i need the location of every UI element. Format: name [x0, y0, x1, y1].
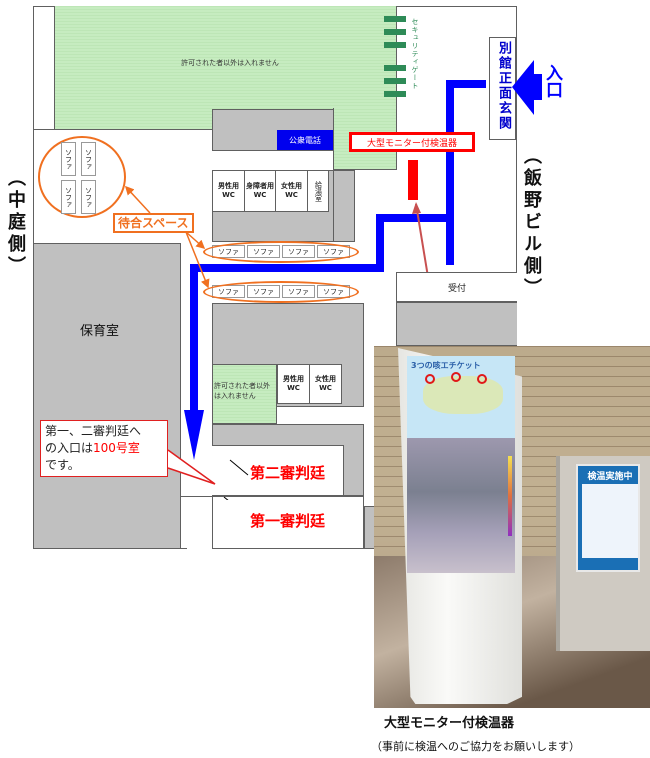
- thermometer-photo: 検温実施中 3つの咳エチケット: [374, 346, 650, 708]
- wall-block-reception: [396, 302, 517, 346]
- kitchenette: 給湯室: [307, 170, 329, 212]
- thermometer-label: 大型モニター付検温器: [366, 138, 457, 149]
- courtroom-2-label: 第二審判廷: [250, 464, 326, 482]
- callout-pointer: [167, 449, 216, 485]
- gate-bar: [384, 78, 406, 84]
- public-phone-label: 公衆電話: [289, 135, 321, 145]
- entrance-arrow-label: 入口: [542, 64, 562, 98]
- sofa: ソファ: [61, 142, 76, 176]
- gate-bar: [384, 29, 406, 35]
- route-path-lower: [190, 264, 384, 272]
- photo-screen-circle: [451, 372, 461, 382]
- sofa: ソファ: [61, 180, 76, 214]
- public-phone: 公衆電話: [277, 130, 333, 150]
- photo-screen-figures: [423, 376, 503, 414]
- route-path-vertical-left: [190, 264, 198, 414]
- restroom-label: 身障者用WC: [246, 181, 274, 199]
- left-waiting-area: [38, 136, 126, 218]
- waiting-area-ellipse: [203, 241, 359, 263]
- security-gate: [384, 16, 406, 97]
- nursery-label: 保育室: [80, 324, 120, 339]
- left-side-label: （中庭側）: [5, 168, 26, 278]
- photo-screen-circle: [425, 374, 435, 384]
- building-outline-right: [516, 6, 517, 346]
- restricted-area-mid: [212, 364, 277, 424]
- thermometer-label-box: 大型モニター付検温器: [349, 132, 475, 152]
- route-arrow-head: [184, 410, 204, 460]
- photo-sign-body: [582, 484, 638, 558]
- right-side-label: （飯野ビル側）: [521, 146, 542, 300]
- reception-label: 受付: [447, 283, 466, 294]
- sofa: ソファ: [81, 142, 96, 176]
- security-gate-label: セキュリティゲート: [411, 18, 419, 90]
- gate-bar: [384, 42, 406, 48]
- route-path-mid-vertical: [376, 214, 384, 270]
- sofa-label: ソファ: [64, 186, 73, 208]
- nursery-room: [33, 243, 181, 549]
- kitchenette-label: 給湯室: [314, 180, 323, 202]
- courtroom-2: [212, 445, 344, 496]
- callout-line2: の入口は100号室: [45, 440, 163, 457]
- restricted-area-top-label: 許可された者以外は入れません: [181, 59, 279, 67]
- gate-bar: [384, 91, 406, 97]
- sofa: ソファ: [81, 180, 96, 214]
- restroom-label: 女性用WC: [281, 181, 302, 199]
- photo-kiosk-screen-camera: [407, 438, 515, 573]
- entrance-name: 別館正面玄関: [496, 41, 511, 131]
- photo-sign: 検温実施中: [576, 464, 640, 572]
- callout-line1: 第一、二審判廷へ: [45, 424, 142, 438]
- courtroom-1: [212, 496, 364, 549]
- restroom-men-lower: 男性用WC: [277, 364, 310, 404]
- gate-bar: [384, 65, 406, 71]
- callout-room-number: 100号室: [93, 441, 140, 455]
- sofa-label: ソファ: [64, 148, 73, 170]
- courtroom-entrance-callout: 第一、二審判廷へ の入口は100号室 です。: [40, 420, 168, 477]
- photo-screen-circle: [477, 374, 487, 384]
- photo-temperature-bar: [508, 456, 512, 536]
- photo-screen-title: 3つの咳エチケット: [411, 361, 481, 370]
- photo-sign-title: 検温実施中: [587, 472, 633, 482]
- photo-kiosk-screen-top: 3つの咳エチケット: [407, 356, 515, 438]
- restroom-label: 男性用WC: [218, 181, 239, 199]
- restroom-label: 女性用WC: [315, 374, 336, 392]
- corridor-bottom-line: [180, 496, 212, 497]
- sofa-label: ソファ: [84, 186, 93, 208]
- caption-title: 大型モニター付検温器: [384, 716, 515, 731]
- route-path-top: [446, 80, 486, 88]
- entrance-arrow-icon: [512, 60, 542, 115]
- reception: 受付: [396, 272, 517, 302]
- left-corridor-strip: [33, 6, 55, 130]
- caption-subtitle: （事前に検温へのご協力をお願いします）: [371, 740, 580, 753]
- restroom-men-upper: 男性用WC: [212, 170, 245, 212]
- gate-bar: [384, 16, 406, 22]
- waiting-space-label: 待合スペース: [113, 213, 194, 233]
- restroom-women-lower: 女性用WC: [309, 364, 342, 404]
- thermometer-marker: [408, 160, 418, 200]
- route-path-vertical-right: [446, 83, 454, 265]
- waiting-area-ellipse: [203, 281, 359, 303]
- callout-line2-prefix: の入口は: [45, 441, 94, 455]
- waiting-space-pointers: [124, 185, 210, 289]
- route-path-mid: [376, 214, 454, 222]
- wall-column: [333, 170, 355, 242]
- sofa-label: ソファ: [84, 148, 93, 170]
- restroom-label: 男性用WC: [283, 374, 304, 392]
- callout-line3: です。: [45, 458, 80, 472]
- entrance-name-box: 別館正面玄関: [489, 37, 516, 140]
- courtroom-1-label: 第一審判廷: [250, 512, 326, 530]
- door-lines: [223, 459, 249, 500]
- restricted-area-mid-label: 許可された者以外は入れません: [214, 382, 270, 400]
